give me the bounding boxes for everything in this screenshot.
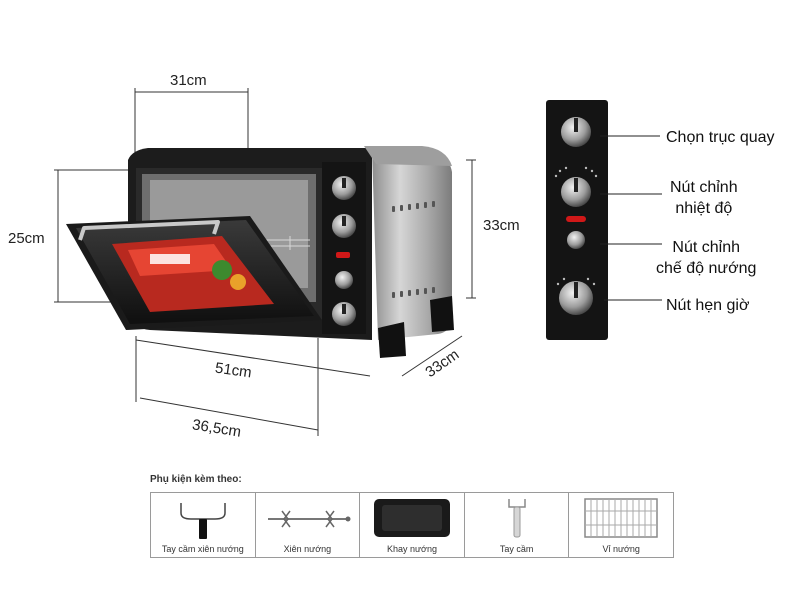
temperature-knob [561,177,591,207]
oven-knob-2 [332,214,356,238]
accessory-item: Xiên nướng [256,493,361,557]
oven-door [66,216,322,330]
dimension-height: 25cm [8,230,45,247]
accessory-label: Tay cầm [499,544,534,554]
dimension-lines [54,88,476,436]
callout-mode: Nút chỉnh chế độ nướng [656,239,757,277]
baking-tray-icon [374,499,451,537]
wire-rack-icon [584,498,659,538]
callout-leaders [600,135,662,301]
oven-knob-3 [335,271,353,289]
oven-knob-4 [332,302,356,326]
dimension-depth: 33cm [483,217,520,234]
tray-handle-icon [508,499,526,538]
accessory-item: Tay cầm xiên nướng [151,493,256,557]
accessory-item: Khay nướng [360,493,465,557]
accessory-label: Xiên nướng [283,544,332,554]
oven-indicator-light [336,252,350,258]
callout-temperature: Nút chỉnh nhiệt độ [670,179,738,217]
oven-diagram [54,88,662,436]
mode-knob [567,231,585,249]
skewer-handle-icon [180,503,226,539]
control-panel [546,100,608,340]
accessory-label: Khay nướng [387,544,437,554]
callout-rotisserie: Chọn trục quay [666,129,775,146]
accessory-label: Vỉ nướng [602,544,640,554]
accessories-strip: Tay cầm xiên nướng Xiên nướng Khay nướng… [150,492,674,558]
callout-timer: Nút hẹn giờ [666,297,750,314]
accessories-title: Phụ kiện kèm theo: [150,474,242,485]
accessory-item: Vỉ nướng [569,493,673,557]
accessory-label: Tay cầm xiên nướng [161,544,244,554]
skewer-icon [267,510,351,528]
oven-knob-1 [332,176,356,200]
timer-knob [559,281,593,315]
rotisserie-knob [561,117,591,147]
accessory-item: Tay cầm [465,493,570,557]
dimension-top-width: 31cm [170,72,207,89]
